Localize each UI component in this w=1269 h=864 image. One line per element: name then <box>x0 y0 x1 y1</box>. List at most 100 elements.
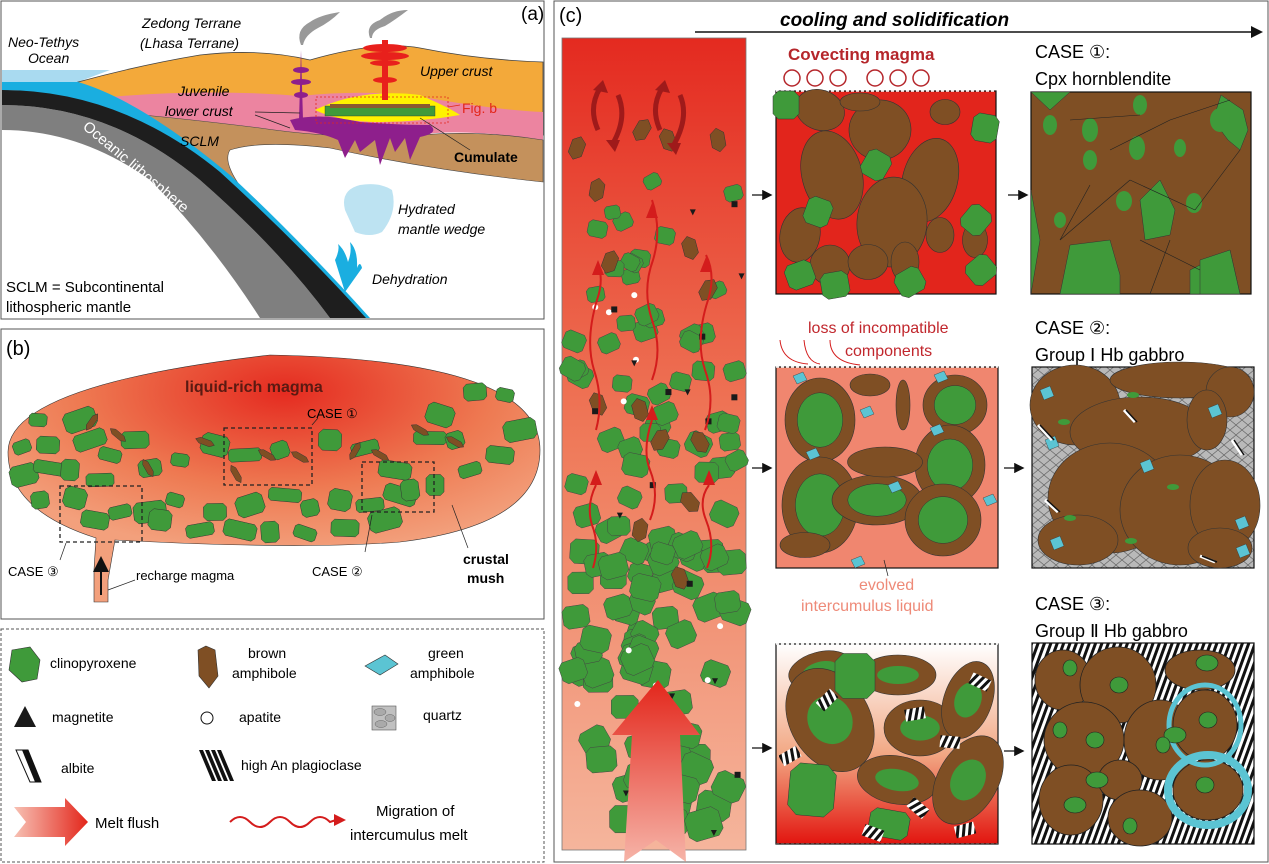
column-amphibole <box>680 492 700 512</box>
cpx-inclusion <box>1186 193 1202 213</box>
albite-lath-edge <box>1125 409 1138 423</box>
hydrated-label-2: mantle wedge <box>398 221 485 237</box>
column-cpx <box>579 624 612 654</box>
green-amphibole-grain <box>850 555 866 569</box>
column-cpx <box>561 604 591 630</box>
column-cpx <box>646 382 672 406</box>
column-amphibole <box>632 119 652 141</box>
neo-tethys-label-1: Neo-Tethys <box>8 34 79 50</box>
cpx-crystal <box>234 491 266 519</box>
cpx-relic <box>1167 484 1179 490</box>
dehydration-plumes <box>335 242 362 292</box>
brown-amphibole-grain <box>779 532 831 558</box>
brown-amphibole-grain <box>839 92 881 112</box>
cpx-crystal <box>35 435 61 455</box>
cpx-crystal <box>327 488 353 512</box>
cpx-inclusion <box>1082 118 1098 142</box>
legend-amphibole-1: amphibole <box>232 665 297 681</box>
zedong-label-1: Zedong Terrane <box>141 15 241 31</box>
cpx-grain <box>970 112 1000 144</box>
cpx-crystal <box>97 446 123 464</box>
legend-brown: brown <box>248 645 286 661</box>
cpx-relic <box>1127 392 1139 398</box>
grain-boundary <box>1109 119 1171 151</box>
cpx-inclusion <box>1129 136 1145 160</box>
grain-boundary <box>1169 99 1231 121</box>
cpx-inclusion <box>1122 817 1138 835</box>
cpx-crystal <box>424 401 456 429</box>
legend: clinopyroxene brown amphibole green amph… <box>0 628 545 863</box>
brown-amphibole-grain <box>929 99 961 125</box>
box2-crystals <box>779 370 998 569</box>
sclm-label: SCLM <box>180 133 219 149</box>
panel-b: (b) liquid-rich magma CASE ① CASE ② CASE… <box>0 328 545 620</box>
liquid-rich-label: liquid-rich magma <box>185 379 323 396</box>
cpx-crystal <box>62 485 88 511</box>
cpx-crystal <box>85 472 115 488</box>
amphibole-crystal <box>230 464 242 484</box>
column-cpx <box>619 252 641 273</box>
plagioclase-grain <box>904 706 926 722</box>
column-cpx <box>722 360 747 383</box>
cpx-inclusion <box>1198 711 1218 729</box>
apatite-grain <box>704 677 711 684</box>
column-cpx <box>723 183 744 203</box>
column-amphibole <box>567 136 587 160</box>
column-cpx <box>654 226 676 246</box>
case2-title: CASE ②: <box>1035 318 1110 338</box>
cpx-grain <box>893 266 927 298</box>
green-amphibole-grain <box>859 405 875 419</box>
column-cpx <box>665 619 697 650</box>
column-cpx <box>619 537 650 566</box>
brown-amphibole-grain <box>895 379 911 431</box>
amphibole-crystal <box>195 437 215 447</box>
cpx-relic <box>1064 515 1076 521</box>
cpx-inclusion <box>1043 115 1057 135</box>
column-cpx <box>558 657 588 685</box>
cpx-grain <box>1030 189 1041 295</box>
magnetite-grain <box>738 273 745 280</box>
magnetite-grain <box>592 408 599 415</box>
cpx-inclusion <box>1085 731 1105 749</box>
legend-clinopyroxene: clinopyroxene <box>50 655 137 671</box>
sclm-definition-2: lithospheric mantle <box>6 299 131 316</box>
cpx-crystal <box>222 518 258 542</box>
cpx-inclusion <box>1174 139 1186 157</box>
column-cpx <box>694 461 720 483</box>
cpx-crystal <box>267 487 303 503</box>
oceanic-crust <box>2 89 368 318</box>
cpx-crystal <box>11 438 33 456</box>
resorbed-cpx <box>950 759 986 801</box>
cpx-crystal <box>165 491 185 509</box>
grain-boundary <box>1069 114 1141 121</box>
green-amphibole-grain <box>1207 403 1223 419</box>
case1-subtitle: Cpx hornblendite <box>1035 69 1171 89</box>
column-cpx <box>691 360 716 382</box>
magnetite-icon <box>14 706 36 727</box>
green-amphibole-grain <box>1235 543 1251 559</box>
amphibole-crystal <box>410 424 430 436</box>
cpx-inclusion <box>1116 191 1132 211</box>
albite-lath-edge <box>1233 439 1245 456</box>
green-amphibole-grain <box>933 370 949 384</box>
oceanic-lithosphere <box>2 105 330 318</box>
column-cpx <box>718 431 741 452</box>
panel-a: (a) Neo-Tethys Ocean Zedong Terrane (Lha… <box>0 0 545 320</box>
cpx-relic <box>1058 419 1070 425</box>
grain-boundary <box>1149 239 1171 295</box>
legend-albite: albite <box>61 760 95 776</box>
cpx-inclusion <box>1195 776 1215 794</box>
apatite-grain <box>574 700 581 707</box>
column-cpx <box>572 502 602 529</box>
grain-boundary <box>1059 179 1131 241</box>
melt-flush-icon <box>14 798 88 846</box>
cpx-inclusion <box>1155 736 1171 754</box>
column-cpx <box>616 314 636 332</box>
brown-amphibole-grain <box>925 217 955 253</box>
cpx-core <box>927 438 973 492</box>
cpx-inclusion <box>1163 726 1187 744</box>
cpx-crystal <box>399 478 421 502</box>
column-cpx <box>669 371 692 392</box>
column-cpx <box>607 515 631 537</box>
column-cpx <box>561 329 587 354</box>
